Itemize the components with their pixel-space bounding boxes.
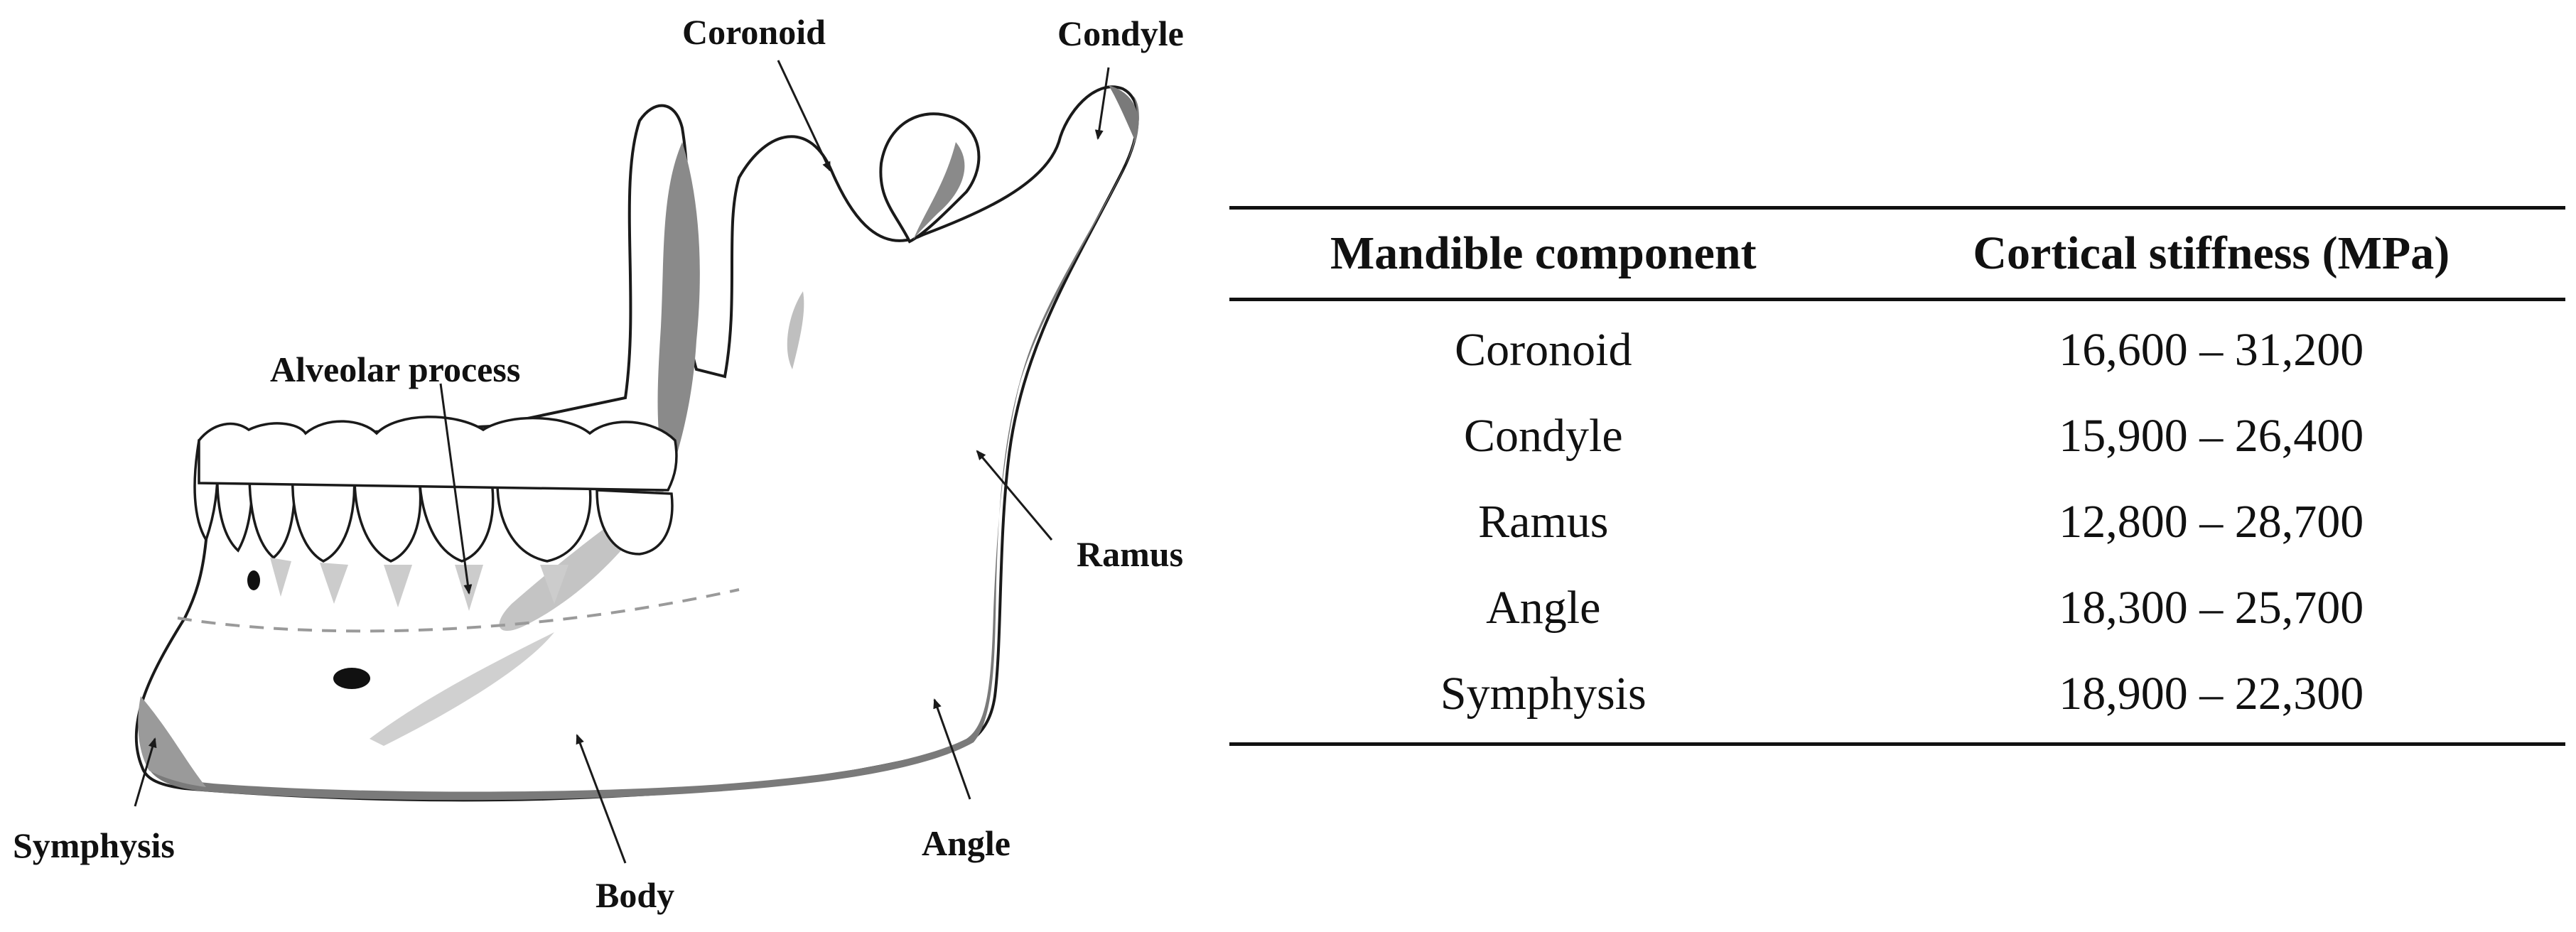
table-header-row: Mandible component Cortical stiffness (M…: [1229, 206, 2565, 301]
arrow-angle: [933, 698, 971, 800]
stiffness-table: Mandible component Cortical stiffness (M…: [1229, 206, 2565, 746]
mental-foramen: [333, 668, 370, 689]
header-cortical-stiffness: Cortical stiffness (MPa): [1857, 206, 2565, 301]
arrow-alveolar: [439, 383, 473, 595]
cell-stiffness: 15,900 – 26,400: [2059, 409, 2364, 462]
cell-stiffness: 12,800 – 28,700: [2059, 495, 2364, 548]
label-condyle: Condyle: [1057, 13, 1184, 53]
arrow-condyle: [1094, 67, 1110, 140]
label-coronoid: Coronoid: [682, 12, 826, 52]
crown-row: [198, 416, 678, 492]
arrow-ramus: [976, 450, 1053, 541]
cell-stiffness: 16,600 – 31,200: [2059, 323, 2364, 376]
cell-component: Coronoid: [1455, 323, 1632, 376]
label-ramus: Ramus: [1077, 534, 1184, 574]
stiffness-table-container: Mandible component Cortical stiffness (M…: [1229, 206, 2565, 746]
symphysis-shading: [138, 696, 206, 787]
table-row: Condyle 15,900 – 26,400: [1229, 393, 2565, 479]
cell-component: Condyle: [1463, 409, 1623, 462]
articular-disc: [879, 112, 981, 244]
coronoid-cortical-shading: [657, 142, 700, 483]
header-mandible-component: Mandible component: [1229, 206, 1858, 301]
label-body: Body: [596, 875, 675, 915]
arrow-coronoid: [777, 60, 831, 172]
pointer-arrows: [134, 60, 1110, 864]
arrow-body: [576, 734, 627, 864]
cell-stiffness: 18,300 – 25,700: [2059, 581, 2364, 634]
cell-component: Symphysis: [1229, 651, 1858, 746]
tooth-8: [596, 489, 674, 556]
ramus-inner-shading: [787, 291, 804, 369]
mandible-diagram: Coronoid Condyle Alveolar process Ramus …: [0, 0, 1222, 932]
mandible-illustration: [134, 60, 1139, 864]
cell-stiffness: 18,900 – 22,300: [1857, 651, 2565, 746]
cell-component: Angle: [1486, 581, 1601, 634]
label-alveolar-process: Alveolar process: [270, 350, 521, 389]
table-row: Angle 18,300 – 25,700: [1229, 565, 2565, 651]
cell-component: Ramus: [1478, 495, 1609, 548]
condyle-shading: [1109, 85, 1139, 142]
table-row: Coronoid 16,600 – 31,200: [1229, 300, 2565, 394]
table-header: Mandible component Cortical stiffness (M…: [1229, 206, 2565, 301]
tooth-7: [496, 482, 592, 563]
label-symphysis: Symphysis: [13, 825, 175, 865]
arrow-symphysis: [134, 737, 157, 807]
table-row: Symphysis 18,900 – 22,300: [1229, 651, 2565, 746]
label-angle: Angle: [922, 823, 1011, 863]
table-body: Coronoid 16,600 – 31,200 Condyle 15,900 …: [1229, 300, 2565, 746]
small-foramen: [247, 570, 260, 590]
table-row: Ramus 12,800 – 28,700: [1229, 479, 2565, 565]
teeth-row: [193, 416, 678, 563]
mandibular-canal-line: [177, 588, 740, 633]
articular-disc-shading: [913, 142, 965, 240]
tooth-6: [418, 467, 495, 563]
canal-shading: [370, 632, 554, 746]
